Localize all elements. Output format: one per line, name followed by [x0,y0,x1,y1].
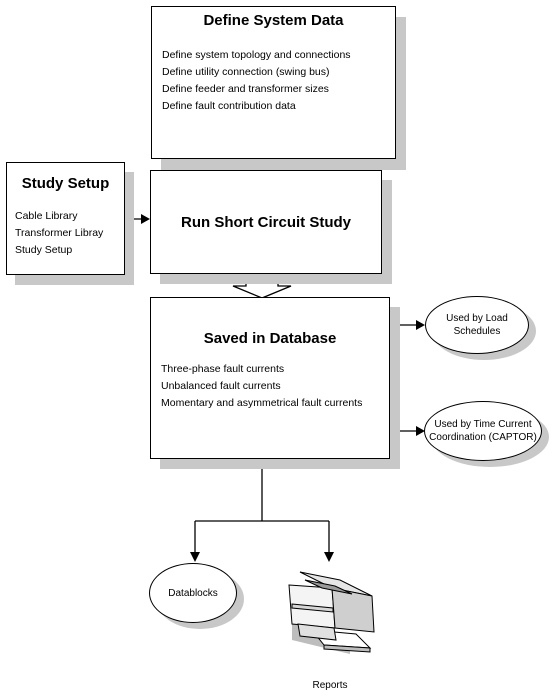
define-system-data-box: Define System Data Define system topolog… [151,6,396,159]
arrowhead-to-datablocks [190,552,200,562]
reports-label: Reports [312,680,348,691]
study-line-2: Transformer Libray [15,227,104,239]
tcc-line-2: Coordination (CAPTOR) [429,432,537,443]
arrowhead-saved-to-tcc [416,426,425,436]
define-line-4: Define fault contribution data [162,100,296,112]
study-line-1: Cable Library [15,210,78,222]
tcc-line-1: Used by Time Current [434,419,532,430]
study-setup-title: Study Setup [21,175,110,192]
saved-line-2: Unbalanced fault currents [161,380,281,392]
saved-in-database-list: Three-phase fault currents Unbalanced fa… [151,347,389,412]
saved-line-1: Three-phase fault currents [161,363,285,375]
study-line-3: Study Setup [15,244,73,256]
datablocks-label: Datablocks [168,587,218,599]
saved-line-3: Momentary and asymmetrical fault current… [161,397,363,409]
study-setup-box: Study Setup Cable Library Transformer Li… [6,162,125,275]
saved-in-database-box: Saved in Database Three-phase fault curr… [150,297,390,459]
arrowhead-saved-to-load [416,320,425,330]
define-system-data-list: Define system topology and connections D… [152,29,395,115]
arrowhead-to-reports [324,552,334,562]
study-setup-list: Cable Library Transformer Libray Study S… [7,192,124,259]
load-schedules-line-1: Used by Load [446,313,508,324]
printer-icon [288,571,375,654]
load-schedules-line-2: Schedules [453,326,501,337]
define-line-3: Define feeder and transformer sizes [162,83,329,95]
datablocks-oval: Datablocks [149,563,237,623]
define-line-2: Define utility connection (swing bus) [162,66,330,78]
define-line-1: Define system topology and connections [162,49,351,61]
tcc-oval: Used by Time Current Coordination (CAPTO… [424,401,542,461]
run-short-circuit-box: Run Short Circuit Study [150,170,382,274]
saved-in-database-title: Saved in Database [203,330,337,347]
run-short-circuit-title: Run Short Circuit Study [181,213,351,231]
define-system-data-title: Define System Data [203,12,344,29]
load-schedules-oval: Used by Load Schedules [425,296,529,354]
arrowhead-study-to-run [141,214,150,224]
